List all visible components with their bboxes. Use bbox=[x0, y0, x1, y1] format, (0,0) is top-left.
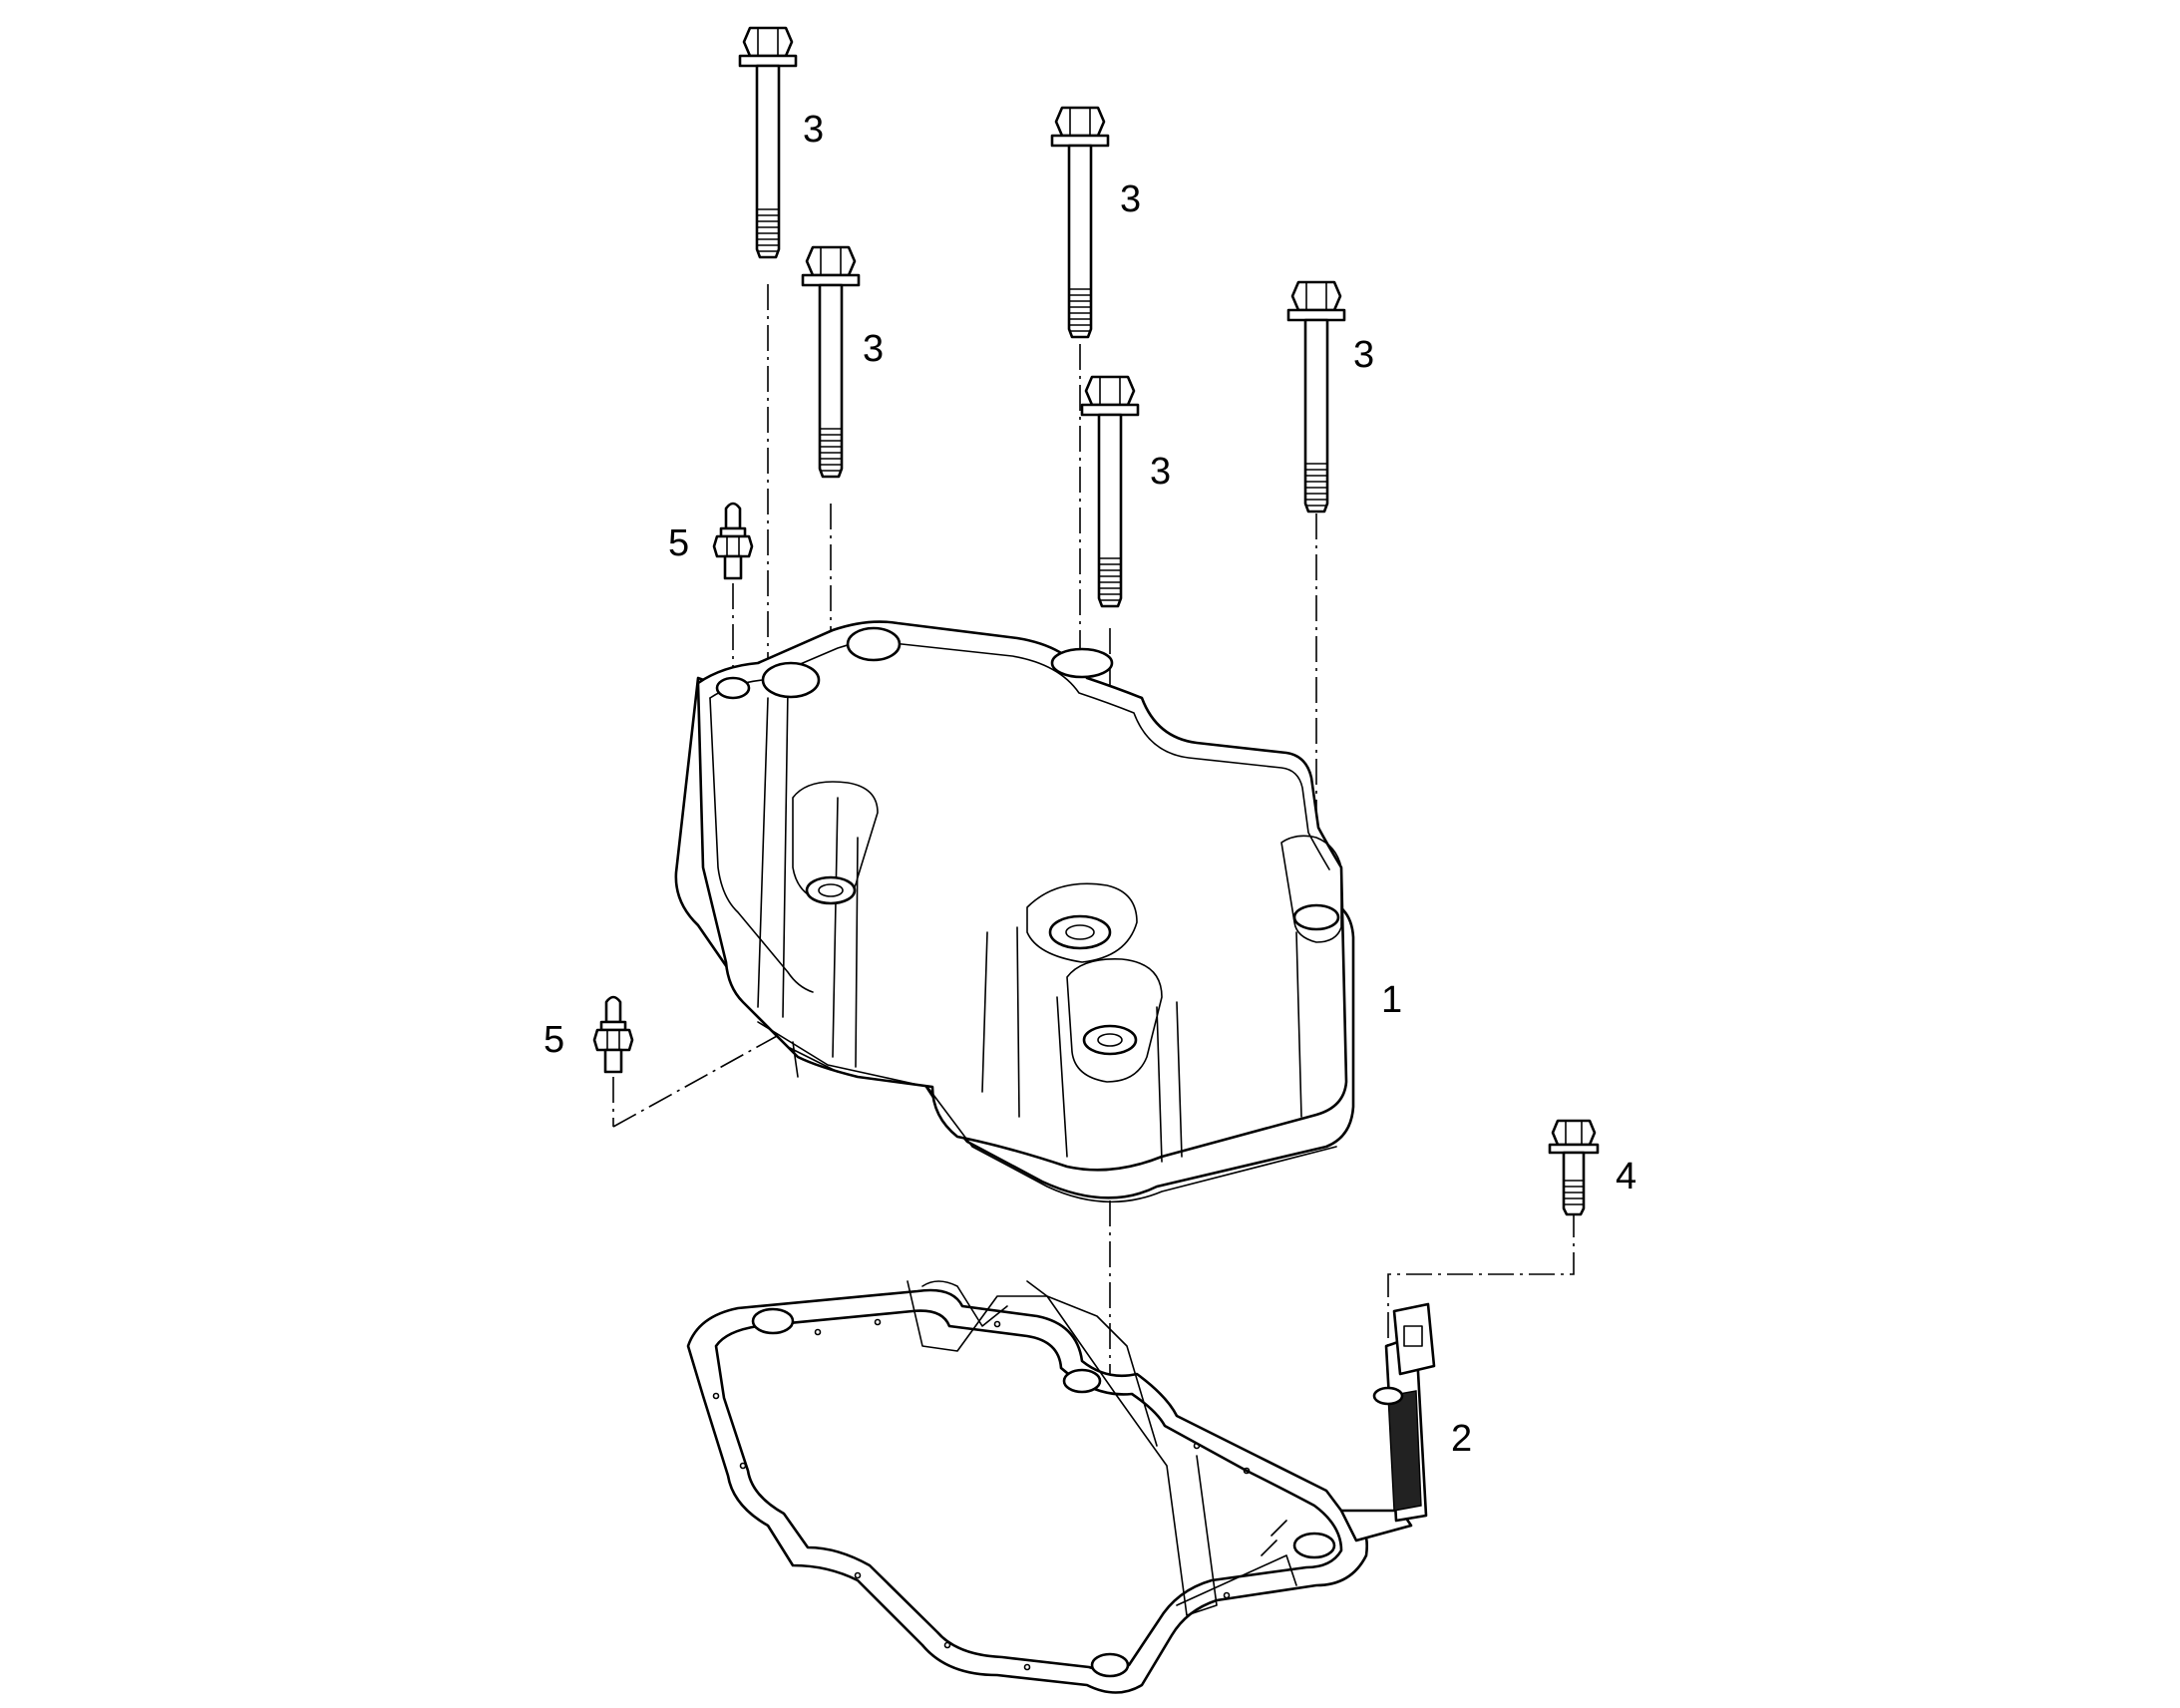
valve-cover-top-rim bbox=[709, 640, 1330, 870]
callout-2: 2 bbox=[1451, 1418, 1472, 1460]
valve-cover-rib bbox=[757, 697, 769, 1008]
gasket-inner bbox=[714, 1309, 1343, 1672]
cover-stud-boss bbox=[715, 676, 751, 700]
cover-plug-1 bbox=[761, 661, 821, 699]
cover-boss-rear bbox=[1050, 647, 1114, 679]
stud-5b bbox=[592, 995, 634, 1074]
callout-4: 4 bbox=[1616, 1156, 1636, 1197]
bolt-boss-right bbox=[1280, 835, 1342, 943]
callout-1: 1 bbox=[1381, 979, 1402, 1021]
valve-cover bbox=[674, 620, 1355, 1203]
callout-3d: 3 bbox=[1150, 451, 1171, 493]
gasket-hole bbox=[751, 1307, 795, 1335]
callout-3b: 3 bbox=[863, 328, 884, 370]
bolt-boss-center bbox=[1026, 882, 1138, 963]
bolt-3e bbox=[1286, 280, 1346, 513]
bolt-3c bbox=[1050, 106, 1110, 339]
bolt-3d bbox=[1080, 375, 1140, 608]
callout-3e: 3 bbox=[1353, 334, 1374, 376]
bolt-boss-front bbox=[1066, 958, 1163, 1083]
callout-5a: 5 bbox=[668, 522, 689, 564]
gasket-harness-channel bbox=[907, 1280, 1218, 1616]
gasket-connector-plug bbox=[1392, 1302, 1436, 1376]
callout-5b: 5 bbox=[544, 1019, 564, 1061]
callouts: 1 2 3 3 3 3 3 4 5 5 bbox=[544, 109, 1636, 1460]
bolt-4 bbox=[1548, 1119, 1600, 1216]
callout-3a: 3 bbox=[803, 109, 824, 151]
bolt-3a bbox=[738, 26, 798, 259]
cover-plug-2 bbox=[846, 626, 902, 662]
stud-5a bbox=[712, 502, 754, 580]
gasket-connector-arm bbox=[1339, 1509, 1413, 1542]
callout-3c: 3 bbox=[1120, 178, 1141, 220]
valve-cover-body bbox=[696, 620, 1348, 1172]
centerline-bolt-4 bbox=[1387, 1211, 1575, 1371]
bolt-3b bbox=[801, 245, 861, 479]
gasket bbox=[686, 1280, 1436, 1694]
